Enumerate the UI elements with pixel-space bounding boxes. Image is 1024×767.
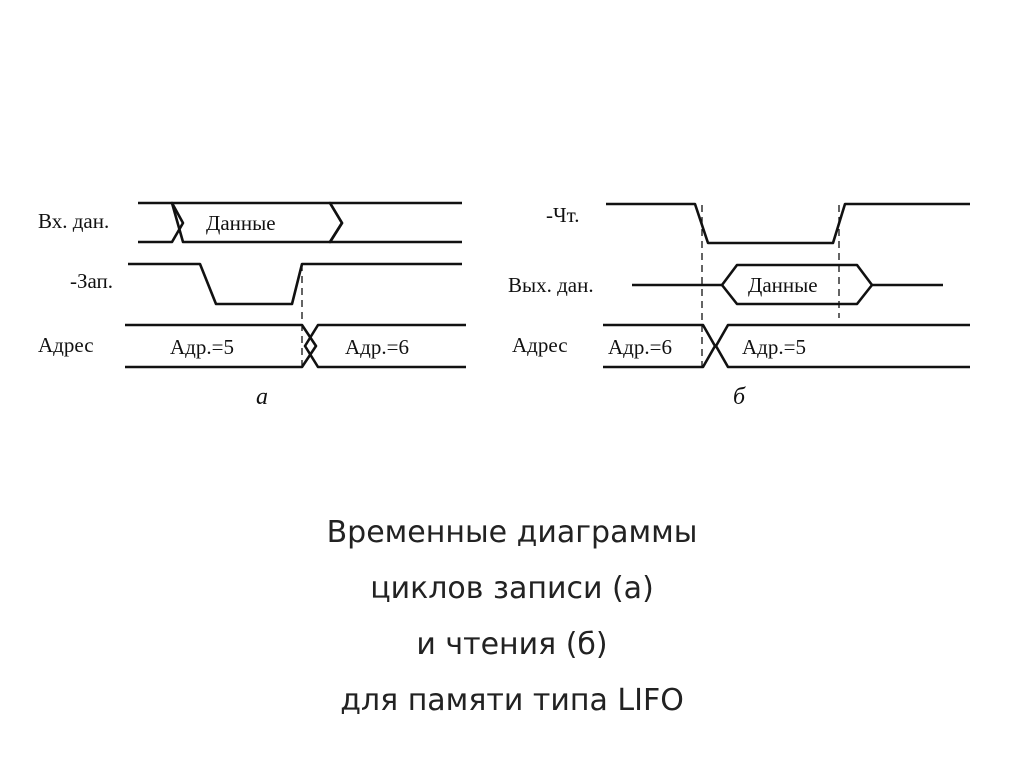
label-read: -Чт. xyxy=(546,203,580,227)
read-strobe-waveform xyxy=(606,202,970,245)
caption-line: для памяти типа LIFO xyxy=(340,683,684,718)
data-in-bus-waveform xyxy=(138,201,462,244)
address-value-b-2: Адр.=5 xyxy=(742,335,806,359)
address-bus-a-waveform xyxy=(125,323,466,369)
address-bus-b-waveform xyxy=(603,323,970,369)
caption-line: и чтения (б) xyxy=(416,627,608,662)
panel-a-write-cycle: Вх. дан. -Зап. Адрес Данные Адр.=5 Адр.=… xyxy=(38,201,466,410)
data-in-bus-label: Данные xyxy=(206,211,276,235)
address-value-a-2: Адр.=6 xyxy=(345,335,409,359)
address-value-b-1: Адр.=6 xyxy=(608,335,672,359)
caption-line: циклов записи (а) xyxy=(370,571,654,606)
panel-b-caption: б xyxy=(733,384,746,410)
timing-diagram: Вх. дан. -Зап. Адрес Данные Адр.=5 Адр.=… xyxy=(38,201,970,410)
panel-a-caption: а xyxy=(256,384,268,410)
slide-caption: Временные диаграммы циклов записи (а) и … xyxy=(0,505,1024,729)
label-data-in: Вх. дан. xyxy=(38,209,109,233)
label-address-a: Адрес xyxy=(38,333,94,357)
label-address-b: Адрес xyxy=(512,333,568,357)
address-value-a-1: Адр.=5 xyxy=(170,335,234,359)
write-strobe-waveform xyxy=(128,262,462,306)
panel-b-read-cycle: -Чт. Вых. дан. Адрес Данные Адр.=6 Адр.=… xyxy=(508,202,970,410)
data-out-bus-label: Данные xyxy=(748,273,818,297)
label-write: -Зап. xyxy=(70,269,113,293)
data-out-bus-waveform xyxy=(632,263,943,306)
caption-line: Временные диаграммы xyxy=(326,515,698,550)
label-data-out: Вых. дан. xyxy=(508,273,594,297)
